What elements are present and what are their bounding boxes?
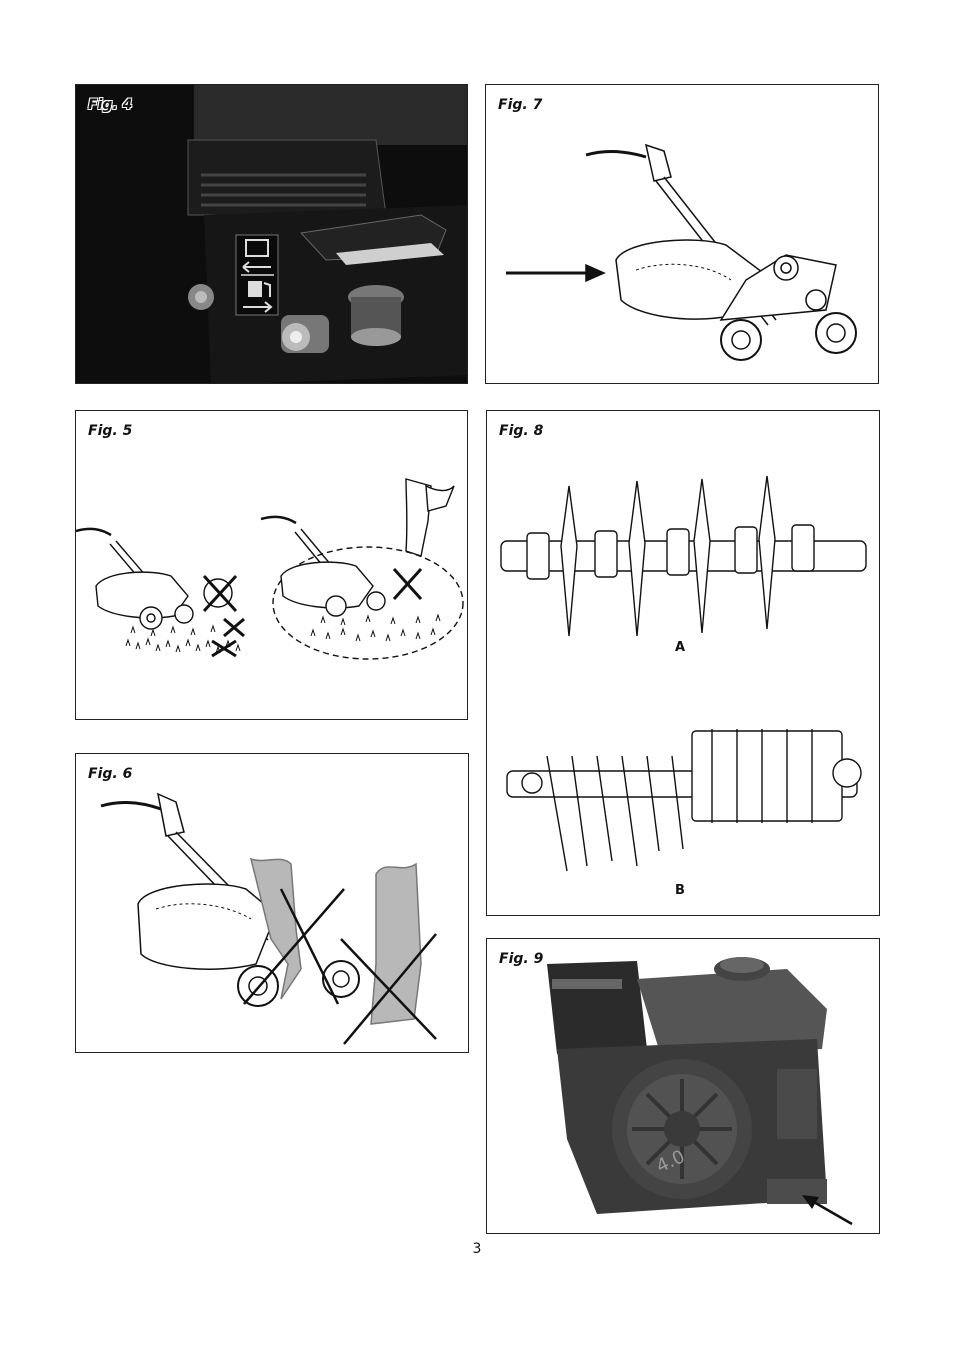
fig4-engine-photo [76, 85, 468, 384]
figure-5: Fig. 5 [75, 410, 468, 720]
fig7-label: Fig. 7 [498, 97, 542, 113]
fig8-sub-label-a: A [675, 640, 685, 655]
fig4-label: Fig. 4 [88, 97, 132, 113]
fig5-label: Fig. 5 [88, 423, 132, 439]
fig7-aerator-drawing [486, 85, 879, 384]
figure-4: Fig. 4 [75, 84, 468, 384]
fig5-safety-drawing [76, 411, 468, 720]
fig6-warning-drawing [76, 754, 469, 1053]
page-number: 3 [0, 1241, 954, 1257]
figure-7: Fig. 7 [485, 84, 879, 384]
fig9-engine-photo: 4.0 [487, 939, 880, 1234]
fig8-roller-drawings [487, 411, 880, 916]
figure-8: Fig. 8 A B [486, 410, 880, 916]
fig8-sub-label-b: B [675, 883, 685, 898]
figure-6: Fig. 6 [75, 753, 469, 1053]
fig6-label: Fig. 6 [88, 766, 132, 782]
fig9-label: Fig. 9 [499, 951, 543, 967]
fig8-label: Fig. 8 [499, 423, 543, 439]
figure-9: 4.0 Fig. 9 [486, 938, 880, 1234]
